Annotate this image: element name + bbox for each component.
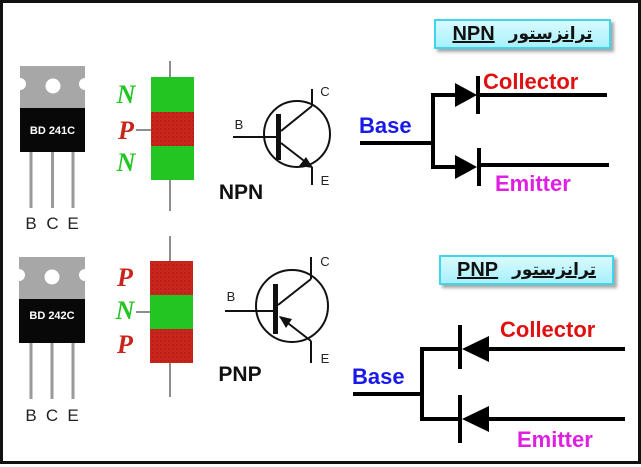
pnp-title-arabic: ترانزستور [512, 260, 596, 280]
npn-pin-label-c: C [46, 214, 58, 233]
npn-symbol-label-b: B [235, 117, 244, 132]
diagram-canvas: BD 241C B C E N P N B C E NPN [19, 61, 625, 452]
npn-package-body [20, 108, 85, 152]
pnp-symbol: B C E PNP [218, 254, 329, 386]
pnp-collector-label: Collector [500, 317, 596, 342]
pnp-emitter-arrow-icon [279, 316, 292, 328]
pnp-symbol-label-e: E [321, 351, 330, 366]
pnp-symbol-label-c: C [320, 254, 329, 269]
pnp-package-body [19, 299, 85, 343]
npn-collector-diode-arrow-icon [455, 83, 477, 107]
pnp-layer-p-top [150, 261, 193, 295]
pnp-base-label: Base [352, 364, 405, 389]
npn-base-label: Base [359, 113, 412, 138]
npn-layer-block: N P N [116, 61, 194, 211]
npn-symbol-label-e: E [321, 173, 330, 188]
pnp-letter-1: P [116, 263, 134, 292]
pnp-emitter-diode-arrow-icon [462, 406, 489, 432]
npn-letter-3: N [116, 148, 137, 177]
pnp-letter-3: P [116, 330, 134, 359]
npn-emitter-label: Emitter [495, 171, 571, 196]
pnp-collector-diode-arrow-icon [462, 336, 489, 362]
npn-layer-n-top [151, 77, 194, 112]
npn-symbol-base-bar [276, 114, 281, 160]
npn-collector-label: Collector [483, 69, 579, 94]
npn-title-box: NPN ترانزستور [434, 19, 611, 49]
pnp-symbol-label-b: B [227, 289, 236, 304]
pnp-layer-n [150, 295, 193, 329]
npn-letter-1: N [116, 80, 137, 109]
npn-type-label: NPN [219, 181, 263, 204]
npn-symbol: B C E NPN [219, 84, 331, 204]
npn-symbol-label-c: C [320, 84, 329, 99]
pnp-symbol-base-bar [273, 284, 278, 334]
pnp-pin-label-e: E [67, 406, 78, 425]
npn-pin-label-e: E [67, 214, 78, 233]
pnp-symbol-collector-line [277, 278, 312, 306]
npn-layer-p [151, 112, 194, 146]
pnp-layer-block: P N P [115, 236, 193, 397]
pnp-package: BD 242C B C E [19, 257, 85, 425]
pnp-type-label: PNP [218, 363, 261, 386]
pnp-title-latin: PNP [457, 258, 499, 281]
pnp-package-label: BD 242C [29, 310, 74, 322]
pnp-title-box: PNP ترانزستور [439, 255, 614, 285]
npn-title-arabic: ترانزستور [508, 24, 593, 44]
pnp-layer-p-bottom [150, 329, 193, 363]
pnp-symbol-circle [255, 269, 329, 343]
npn-package-hole [45, 78, 61, 94]
npn-layer-n-bottom [151, 146, 194, 180]
pnp-package-hole [44, 269, 60, 285]
npn-package: BD 241C B C E [20, 66, 85, 233]
npn-emitter-arrow-icon [299, 157, 313, 168]
pnp-letter-2: N [115, 296, 136, 325]
npn-symbol-collector-line [280, 105, 313, 132]
pnp-diode-model: Base Collector Emitter [352, 317, 625, 452]
pnp-emitter-label: Emitter [517, 427, 593, 452]
pnp-pin-label-c: C [46, 406, 58, 425]
npn-package-label: BD 241C [30, 125, 75, 137]
npn-letter-2: P [117, 116, 135, 145]
npn-pin-label-b: B [25, 214, 36, 233]
pnp-pin-label-b: B [25, 406, 36, 425]
npn-title-latin: NPN [452, 22, 495, 45]
npn-symbol-circle [263, 100, 331, 168]
npn-diode-model: Base Collector Emitter [359, 69, 609, 196]
npn-emitter-diode-arrow-icon [455, 155, 477, 179]
